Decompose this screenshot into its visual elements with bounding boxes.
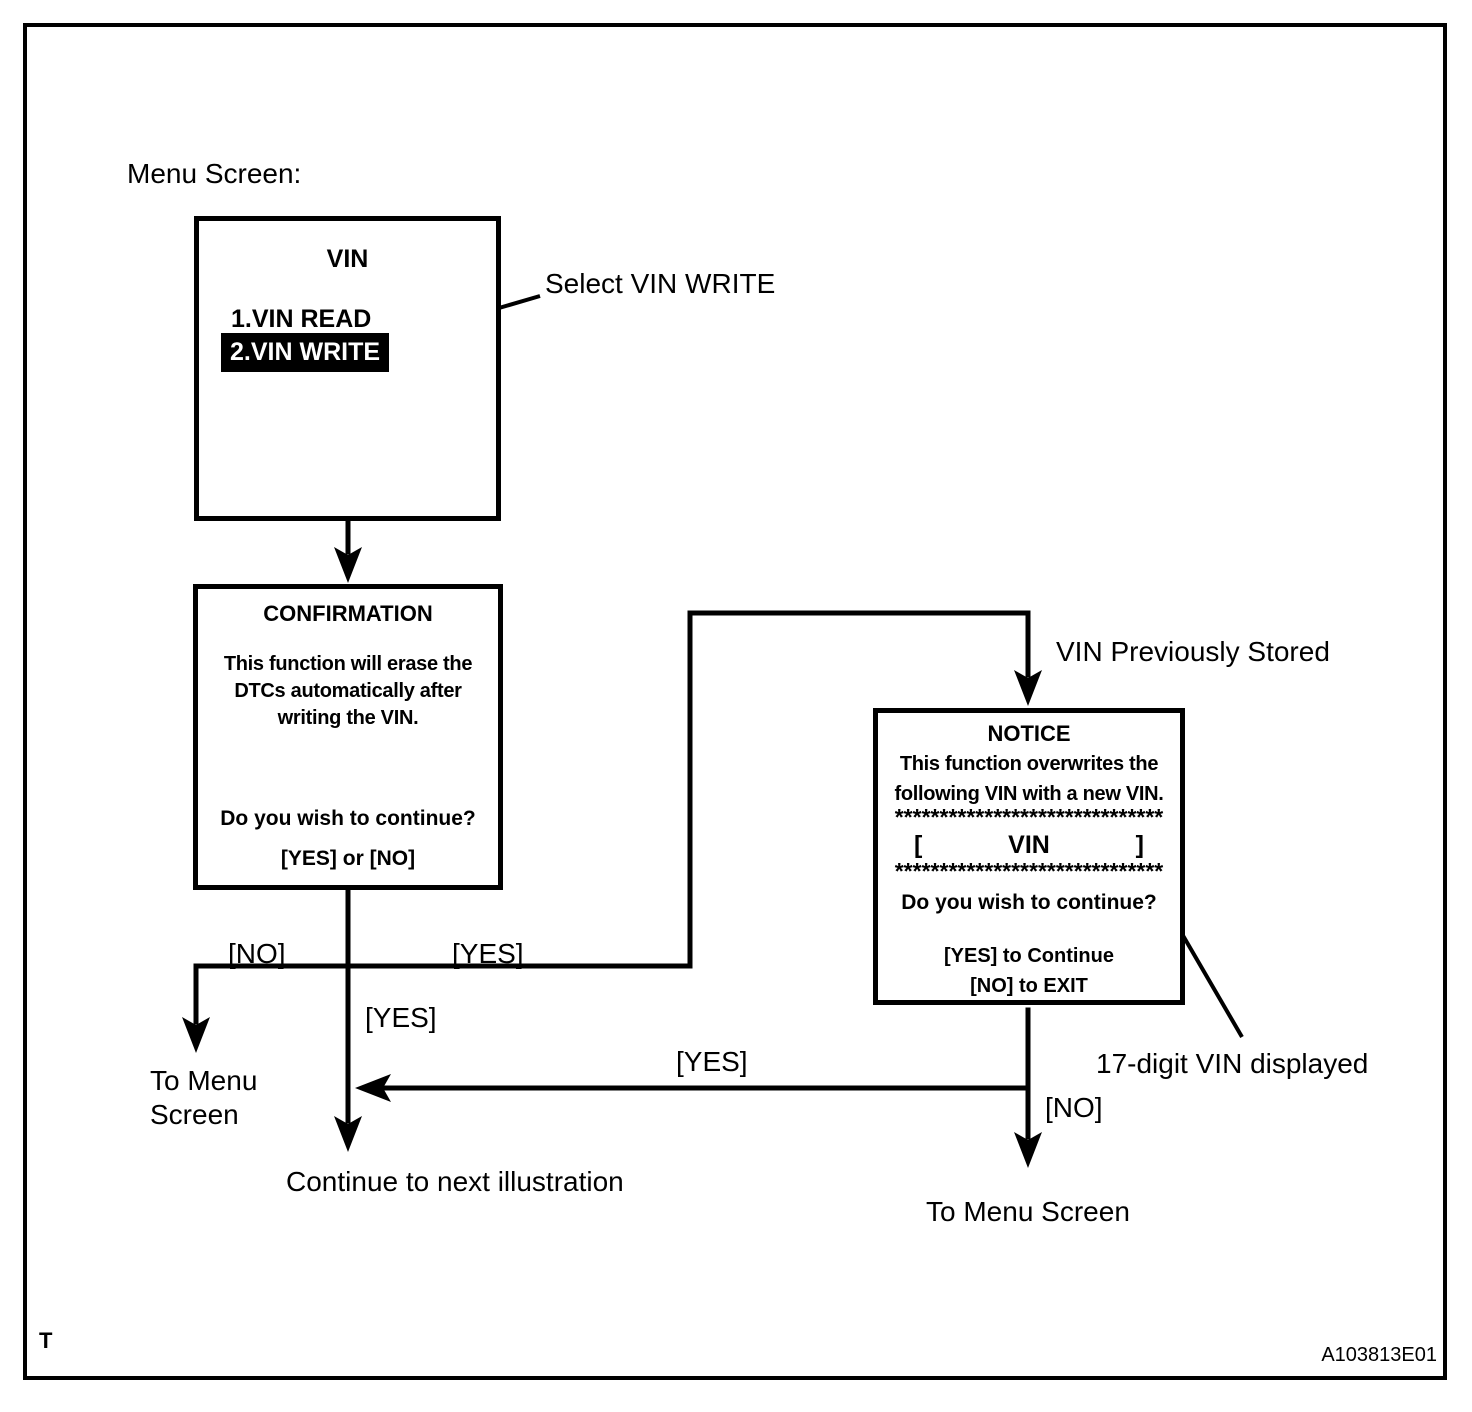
notice-separator-stars: ******************************	[894, 861, 1164, 881]
confirmation-body-text: This function will erase the DTCs automa…	[223, 653, 473, 729]
annotation-vin-previously-stored: VIN Previously Stored	[1056, 636, 1330, 667]
confirmation-options: [YES] or [NO]	[280, 847, 416, 870]
branch-label-no-right: [NO]	[1045, 1092, 1103, 1123]
arrow-down-icon	[334, 1116, 362, 1152]
notice-screen: NOTICE This function overwrites the foll…	[873, 708, 1185, 1005]
annotation-select-vin-write: Select VIN WRITE	[545, 268, 776, 299]
terminal-continue-next-illustration: Continue to next illustration	[286, 1166, 624, 1197]
arrow-left-icon	[355, 1074, 391, 1102]
branch-label-yes-down: [YES]	[365, 1002, 437, 1033]
notice-no-option: [NO] to EXIT	[970, 975, 1088, 997]
notice-vin-field: [ VIN ]	[878, 831, 1180, 860]
notice-body-text: This function overwrites the following V…	[894, 753, 1164, 805]
vin-close-bracket: ]	[1135, 831, 1144, 859]
terminal-to-menu-screen-left: To Menu Screen	[150, 1064, 257, 1132]
to-menu-line2: Screen	[150, 1099, 239, 1130]
branch-label-yes-long: [YES]	[676, 1046, 748, 1077]
annotation-17-digit-vin: 17-digit VIN displayed	[1096, 1048, 1369, 1079]
confirmation-question: Do you wish to continue?	[220, 807, 476, 830]
vin-menu-screen: VIN 1.VIN READ 2.VIN WRITE	[194, 216, 501, 521]
notice-question: Do you wish to continue?	[901, 891, 1157, 914]
corner-label: T	[39, 1328, 53, 1353]
arrow-down-icon	[182, 1017, 210, 1053]
notice-title: NOTICE	[987, 721, 1071, 746]
confirmation-screen: CONFIRMATION This function will erase th…	[193, 584, 503, 890]
figure-code: A103813E01	[1321, 1344, 1437, 1366]
arrow-down-icon	[334, 547, 362, 583]
menu-item-vin-write-selected: 2.VIN WRITE	[221, 333, 390, 372]
branch-label-yes-right: [YES]	[452, 938, 524, 969]
vin-field-label: VIN	[1008, 831, 1050, 859]
to-menu-line1: To Menu	[150, 1065, 258, 1096]
menu-item-vin-read: 1.VIN READ	[231, 305, 372, 333]
terminal-to-menu-screen-right: To Menu Screen	[926, 1196, 1130, 1227]
notice-separator-stars: ******************************	[894, 807, 1164, 827]
arrow-down-icon	[1014, 670, 1042, 706]
arrow-down-icon	[1014, 1132, 1042, 1168]
notice-yes-option: [YES] to Continue	[944, 945, 1114, 967]
branch-label-no-left: [NO]	[228, 938, 286, 969]
vin-open-bracket: [	[914, 831, 923, 859]
page-heading: Menu Screen:	[127, 158, 302, 189]
confirmation-title: CONFIRMATION	[263, 601, 433, 626]
vin-screen-title: VIN	[326, 245, 369, 273]
